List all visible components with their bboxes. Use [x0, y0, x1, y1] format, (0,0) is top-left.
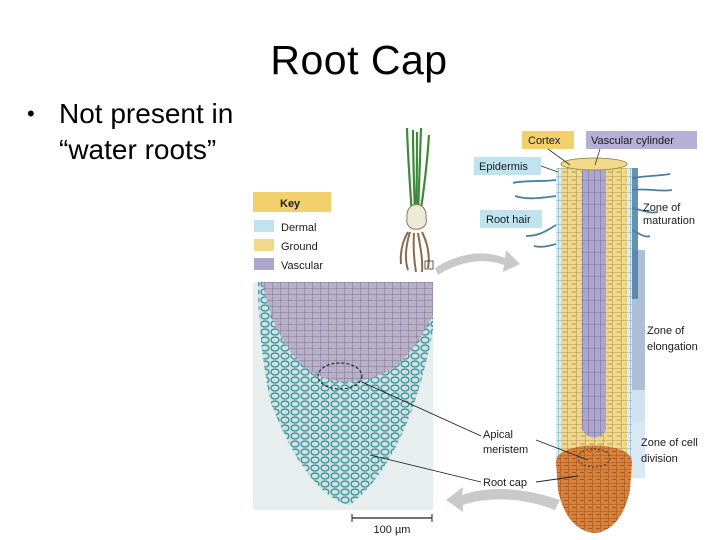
label-root-hair: Root hair	[486, 214, 531, 226]
label-root-cap: Root cap	[483, 477, 527, 489]
root-cap-shape	[556, 446, 632, 534]
key-title: Key	[280, 198, 301, 210]
label-vascular-cylinder: Vascular cylinder	[591, 135, 674, 147]
label-apical-meristem-1: Apical	[483, 429, 513, 441]
micrograph	[253, 282, 433, 510]
key-swatch-ground	[254, 239, 274, 251]
label-cortex: Cortex	[528, 135, 561, 147]
label-apical-meristem-2: meristem	[483, 444, 528, 456]
label-zone-elongation-1: Zone of	[647, 325, 685, 337]
arrow-to-micrograph	[446, 487, 560, 512]
scale-bar: 100 µm	[352, 514, 432, 536]
key-label-vascular: Vascular	[281, 260, 323, 272]
label-zone-division-1: Zone of cell	[641, 437, 698, 449]
label-zone-maturation-2: maturation	[643, 215, 695, 227]
key-legend: Key Dermal Ground Vascular	[253, 192, 331, 272]
key-label-ground: Ground	[281, 241, 318, 253]
label-epidermis: Epidermis	[479, 161, 528, 173]
scale-label: 100 µm	[374, 524, 411, 536]
arrow-to-root	[435, 250, 520, 275]
key-swatch-dermal	[254, 220, 274, 232]
key-swatch-vascular	[254, 258, 274, 270]
arrows	[435, 250, 560, 512]
key-label-dermal: Dermal	[281, 222, 316, 234]
label-zone-elongation-2: elongation	[647, 341, 698, 353]
label-zone-division-2: division	[641, 453, 678, 465]
plant-illustration	[401, 128, 433, 272]
label-zone-maturation-1: Zone of	[643, 202, 681, 214]
